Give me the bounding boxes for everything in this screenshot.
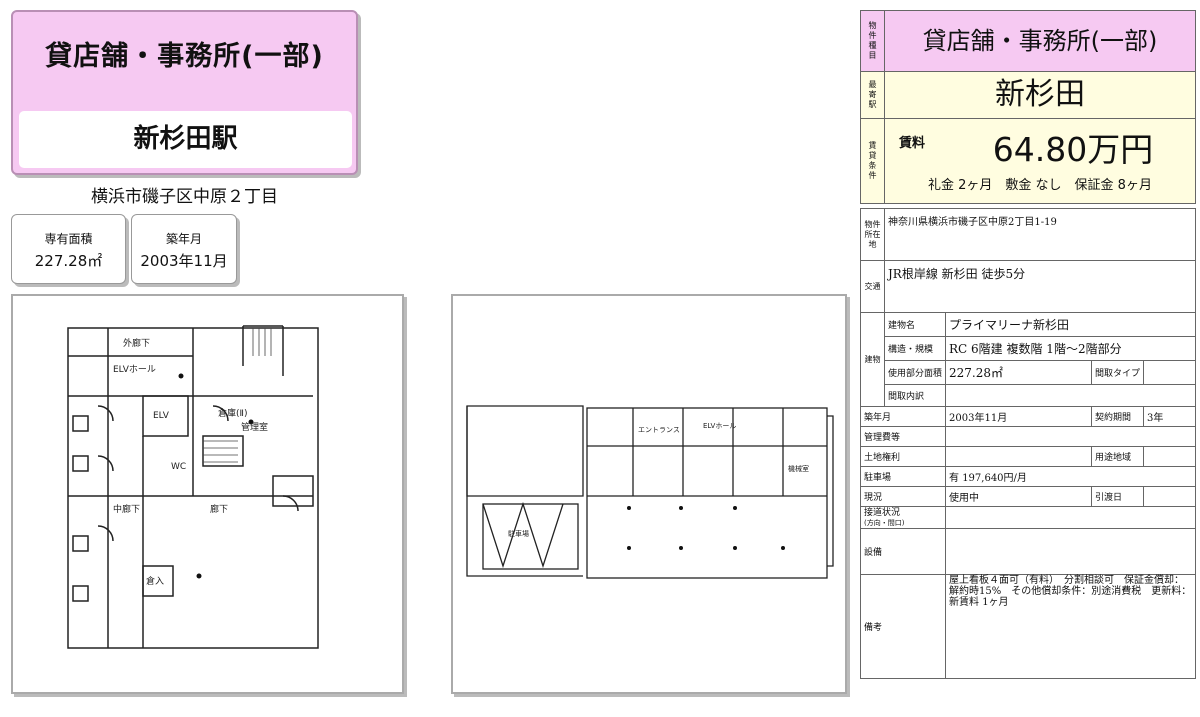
deposit-terms: 礼金 2ヶ月 敷金 なし 保証金 8ヶ月 [928, 178, 1152, 193]
plan1-label-storage: 倉庫(Ⅱ) [218, 407, 247, 419]
contract-label: 契約期間 [1091, 406, 1145, 427]
station-name: 新杉田駅 [19, 111, 352, 168]
sheet-property-type: 物件種目 貸店舗・事務所(一部) [860, 10, 1196, 72]
plan2-label-elv-hall: ELVホール [703, 422, 736, 430]
plan1-label-control-room: 管理室 [241, 421, 268, 433]
sheet-rent-terms: 賃貸条件 賃料 64.80万円 礼金 2ヶ月 敷金 なし 保証金 8ヶ月 [860, 119, 1196, 204]
zoning-value [1143, 446, 1196, 467]
facilities-label: 設備 [859, 528, 947, 575]
building-name-label: 建物名 [883, 312, 947, 337]
location-value: 神奈川県横浜市磯子区中原2丁目1-19 [884, 208, 1196, 261]
sheet-type-label: 物件種目 [861, 11, 885, 71]
floor-plan-lower: エントランス ELVホール 駐車場 機械室 [451, 294, 847, 694]
remarks-label: 備考 [859, 574, 947, 679]
sheet-station-value: 新杉田 [995, 77, 1085, 112]
built-box: 築年月 2003年11月 [131, 214, 237, 284]
structure-value: RC 6階建 複数階 1階～2階部分 [945, 336, 1196, 361]
plan1-label-elv: ELV [153, 411, 170, 421]
layout-detail-value [945, 384, 1196, 407]
listing-header-card: 貸店舗・事務所(一部) 新杉田駅 [11, 10, 358, 175]
area-value: 227.28㎡ [34, 252, 103, 270]
rent-label: 賃料 [899, 136, 926, 151]
access-value: JR根岸線 新杉田 徒歩5分 [884, 260, 1196, 313]
land-rights-label: 土地権利 [859, 446, 947, 467]
land-rights-value [945, 446, 1093, 467]
plan1-label-storage-entry: 倉入 [146, 575, 164, 587]
road-access-sub-label: (方向・間口) [864, 518, 905, 527]
layout-detail-label: 間取内訳 [883, 384, 947, 407]
layout-type-label: 間取タイプ [1091, 360, 1145, 385]
area-box: 専有面積 227.28㎡ [11, 214, 126, 284]
road-access-label-cell: 接道状況 (方向・間口) [859, 506, 947, 529]
zoning-label: 用途地域 [1091, 446, 1145, 467]
sheet-type-value: 貸店舗・事務所(一部) [922, 27, 1158, 55]
address-text: 横浜市磯子区中原２丁目 [91, 187, 278, 207]
rent-value: 64.80万円 [992, 130, 1154, 169]
road-access-label: 接道状況 [864, 507, 901, 518]
floor-plan-upper: 外廊下 ELVホール ELV 倉庫(Ⅱ) 管理室 WC 廊下 中廊下 倉入 [11, 294, 404, 694]
sheet-station-label: 最寄駅 [861, 72, 885, 118]
parking-value: 有 197,640円/月 [945, 466, 1196, 487]
plan1-label-outer-corridor: 外廊下 [123, 337, 150, 349]
road-access-value [945, 506, 1196, 529]
parking-label: 駐車場 [859, 466, 947, 487]
facilities-value [945, 528, 1196, 575]
sheet-nearest-station: 最寄駅 新杉田 [860, 72, 1196, 119]
property-detail-table: 物件所在地 神奈川県横浜市磯子区中原2丁目1-19 交通 JR根岸線 新杉田 徒… [859, 208, 1196, 679]
sheet-built-label: 築年月 [859, 406, 947, 427]
handover-value [1143, 486, 1196, 507]
access-label: 交通 [860, 260, 885, 313]
floor-plan-upper-drawing: 外廊下 ELVホール ELV 倉庫(Ⅱ) 管理室 WC 廊下 中廊下 倉入 [67, 325, 319, 649]
plan2-label-entrance: エントランス [638, 426, 680, 434]
plan2-label-machine-room: 機械室 [788, 464, 809, 473]
remarks-value: 屋上看板４面可（有料） 分割相談可 保証金償却：解約時15% その他償却条件：別… [945, 574, 1196, 679]
area-label: 専有面積 [44, 232, 93, 246]
layout-type-value [1143, 360, 1196, 385]
mgmt-fee-value [945, 426, 1196, 447]
floor-plan-lower-drawing: エントランス ELVホール 駐車場 機械室 [466, 405, 834, 579]
built-label: 築年月 [165, 232, 202, 246]
mgmt-fee-label: 管理費等 [859, 426, 947, 447]
plan1-label-corridor: 廊下 [210, 503, 228, 515]
structure-label: 構造・規模 [883, 336, 947, 361]
built-value: 2003年11月 [140, 252, 228, 270]
plan1-label-inner-corridor: 中廊下 [113, 503, 140, 515]
location-label: 物件所在地 [860, 208, 885, 261]
sheet-rent-terms-label: 賃貸条件 [861, 119, 885, 203]
handover-label: 引渡日 [1091, 486, 1145, 507]
plan1-label-elv-hall: ELVホール [113, 364, 156, 375]
sheet-built-value: 2003年11月 [945, 406, 1093, 427]
status-value: 使用中 [945, 486, 1093, 507]
usable-area-value: 227.28㎡ [945, 360, 1093, 385]
plan2-label-parking: 駐車場 [508, 529, 529, 538]
usable-area-label: 使用部分面積 [883, 360, 947, 385]
property-type-title: 貸店舗・事務所(一部) [45, 41, 324, 72]
building-label: 建物 [860, 312, 885, 407]
building-name-value: プライマリーナ新杉田 [945, 312, 1196, 337]
contract-value: 3年 [1143, 406, 1196, 427]
plan1-label-wc: WC [171, 462, 186, 472]
status-label: 現況 [859, 486, 947, 507]
